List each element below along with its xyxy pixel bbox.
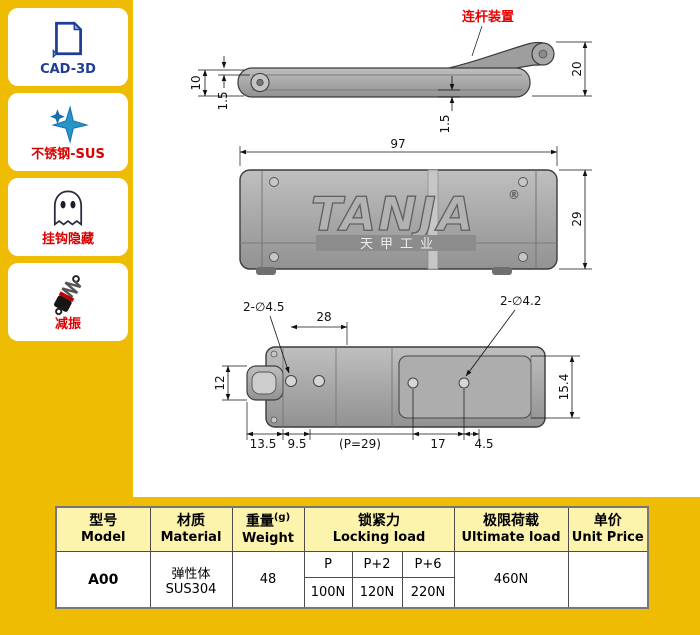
dim-4-5: 4.5 [474, 437, 493, 451]
cell-model: A00 [55, 551, 151, 609]
cell-locking-p: P [303, 551, 353, 579]
side-view: 连杆装置 10 1.5 20 1.5 [189, 9, 592, 134]
badge-label-stainless: 不锈钢-SUS [31, 147, 105, 163]
dim-9-5: 9.5 [287, 437, 306, 451]
foot-right [492, 267, 512, 275]
slot [251, 371, 277, 395]
dim-p-29: (P=29) [339, 437, 381, 451]
badge-stainless: 不锈钢-SUS [8, 93, 128, 171]
dim-1-5-left: 1.5 [216, 91, 230, 110]
table-header-row: 型号 Model 材质 Material 重量(g) Weight 锁紧力 Lo… [55, 506, 649, 553]
dim-17: 17 [430, 437, 445, 451]
cad-document-icon [47, 16, 89, 62]
dim-29: 29 [570, 211, 584, 226]
header-ultimate-load: 极限荷载 Ultimate load [453, 506, 569, 553]
registered-mark: ® [508, 188, 520, 202]
brand-sub-logo: 天甲工业 [360, 237, 440, 252]
cell-weight: 48 [231, 551, 305, 609]
cell-locking-p2-value: 120N [351, 577, 403, 609]
cell-price [567, 551, 649, 609]
foot-left [256, 267, 276, 275]
callout-connecting-rod: 连杆装置 [462, 9, 514, 25]
hole-4-5-b [313, 375, 325, 387]
ghost-icon [46, 186, 90, 232]
sparkle-star-icon [47, 101, 89, 147]
spec-table: 型号 Model 材质 Material 重量(g) Weight 锁紧力 Lo… [55, 506, 649, 609]
dim-20: 20 [570, 61, 584, 76]
cell-locking-p2: P+2 [351, 551, 403, 579]
latch-body-side [237, 67, 531, 98]
dim-15-4: 15.4 [557, 374, 571, 401]
dim-10: 10 [189, 75, 203, 90]
header-locking-load: 锁紧力 Locking load [303, 506, 455, 553]
technical-drawing: 连杆装置 10 1.5 20 1.5 97 [189, 9, 592, 451]
brand-logo: TANJA [311, 187, 476, 241]
cell-material: 弹性体 SUS304 [149, 551, 233, 609]
dim-2-phi-4-5: 2-∅4.5 [243, 300, 285, 314]
badge-cad-3d[interactable]: CAD-3D [8, 8, 128, 86]
badge-damping: 减振 [8, 263, 128, 341]
cell-locking-p6: P+6 [401, 551, 455, 579]
bottom-view: 2-∅4.5 28 2-∅4.2 12 15.4 13.5 9.5 (P=29) [213, 294, 580, 451]
badge-hidden-hook: 挂钩隐藏 [8, 178, 128, 256]
header-unit-price: 单价 Unit Price [567, 506, 649, 553]
shock-absorber-icon [46, 271, 90, 317]
badge-label-damping: 减振 [54, 317, 81, 333]
table-row-values-2: 100N 120N 220N [56, 577, 648, 609]
cell-locking-p6-value: 220N [401, 577, 455, 609]
sidebar: CAD-3D 不锈钢-SUS 挂钩隐藏 [8, 8, 128, 341]
hole-4-2-b [458, 377, 470, 389]
dim-1-5-bottom: 1.5 [438, 114, 452, 133]
hole-4-2-a [407, 377, 419, 389]
table-row-values-1: A00 弹性体 SUS304 48 P P+2 P+6 460N [55, 551, 649, 609]
badge-label-cad-3d: CAD-3D [40, 62, 96, 78]
badge-label-hidden-hook: 挂钩隐藏 [41, 232, 94, 248]
dim-97: 97 [390, 137, 405, 151]
top-view: 97 TANJA ® 天甲工业 29 [239, 137, 592, 275]
dim-28: 28 [316, 310, 331, 324]
cell-ultimate: 460N [453, 551, 569, 609]
cell-locking-p-value: 100N [303, 577, 353, 609]
header-material: 材质 Material [149, 506, 233, 553]
hole-4-5-a [285, 375, 297, 387]
dim-13-5: 13.5 [250, 437, 277, 451]
dim-2-phi-4-2: 2-∅4.2 [500, 294, 542, 308]
header-weight: 重量(g) Weight [231, 506, 305, 553]
header-model: 型号 Model [55, 506, 151, 553]
dim-12: 12 [213, 375, 227, 390]
